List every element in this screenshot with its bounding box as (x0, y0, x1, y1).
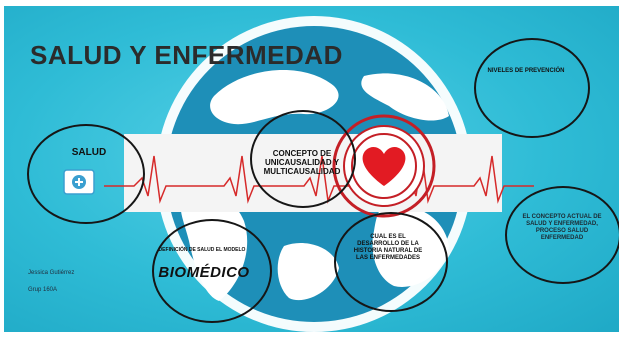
topic-biomedico: BIOMÉDICO (158, 264, 250, 281)
continent-shape (277, 242, 339, 301)
ring-niveles[interactable] (474, 38, 590, 138)
presentation-canvas: SALUD Y ENFERMEDAD SALUD CONCEPTO DE UNI… (4, 6, 619, 332)
topic-niveles: NIVELES DE PREVENCIÓN (487, 68, 565, 74)
topic-biomedico-sub: DEFINICIÓN DE SALUD EL MODELO (158, 247, 246, 253)
ring-concepto[interactable] (250, 110, 356, 208)
ring-salud[interactable] (27, 124, 145, 224)
topic-salud: SALUD (71, 147, 107, 158)
topic-cual: CUAL ES EL DESARROLLO DE LA HISTORIA NAT… (353, 234, 423, 261)
ring-actual[interactable] (505, 186, 619, 284)
author-name: Jessica Gutiérrez (28, 270, 75, 276)
ring-biomedico[interactable] (152, 219, 272, 323)
heart-icon (362, 147, 406, 186)
author-group: Grup 160A (28, 287, 58, 293)
topic-concepto: CONCEPTO DE UNICAUSALIDAD Y MULTICAUSALI… (263, 149, 341, 176)
page-title: SALUD Y ENFERMEDAD (30, 40, 343, 70)
continent-shape (361, 73, 449, 121)
topic-actual: EL CONCEPTO ACTUAL DE SALUD Y ENFERMEDAD… (522, 214, 602, 241)
ring-cual[interactable] (334, 212, 448, 312)
